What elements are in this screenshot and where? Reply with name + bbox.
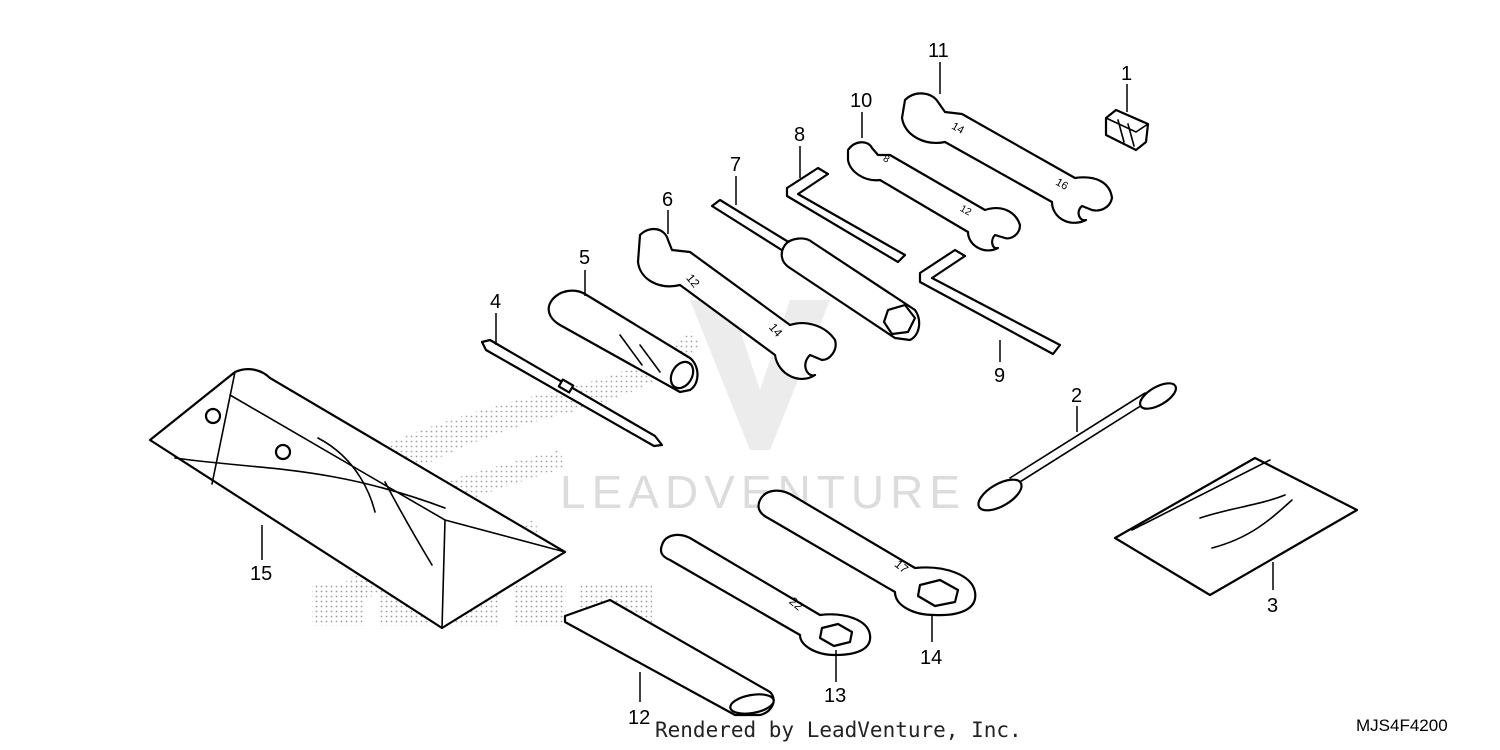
callout-12: 12 (628, 707, 650, 729)
callout-15: 15 (250, 563, 272, 585)
part-2-helmet-cable (977, 382, 1177, 512)
callout-numbers: 1 2 3 4 5 6 7 8 9 10 11 12 13 14 15 (250, 40, 1278, 729)
callout-4: 4 (490, 291, 501, 313)
watermark-wing-logo (315, 330, 700, 600)
callout-9: 9 (994, 365, 1005, 387)
callout-5: 5 (579, 247, 590, 269)
part-14-box-wrench: 17 (757, 489, 977, 617)
part-12-handle-grip (563, 598, 775, 717)
callout-1: 1 (1121, 63, 1132, 85)
wrench-10-marking-large: 12 (958, 203, 974, 218)
part-3-manual-bag (1113, 456, 1359, 597)
wrench-10-marking-small: 8 (881, 153, 892, 166)
part-15-tool-bag (148, 368, 567, 630)
callout-3: 3 (1267, 595, 1278, 617)
callout-8: 8 (794, 124, 805, 146)
footer-credit: Rendered by LeadVenture, Inc. (655, 718, 1022, 742)
part-6-open-wrench: 12 14 (636, 227, 837, 381)
callout-7: 7 (730, 154, 741, 176)
part-9-hex-key (918, 248, 1062, 356)
callout-11: 11 (928, 40, 949, 62)
part-10-open-wrench: 8 12 (846, 141, 1022, 252)
callout-2: 2 (1071, 385, 1082, 407)
part-11-open-wrench: 14 16 (900, 92, 1114, 224)
callout-13: 13 (824, 685, 846, 707)
callout-14: 14 (920, 647, 942, 669)
leader-lines (261, 62, 1274, 702)
part-8-hex-key (785, 166, 907, 264)
diagram-ref-code: MJS4F4200 (1356, 716, 1448, 735)
part-13-box-wrench: 22 (659, 533, 872, 657)
part-5-screwdriver-handle (547, 289, 699, 394)
wrench-11-marking-small: 14 (949, 120, 966, 137)
wrench-11-marking-large: 16 (1053, 176, 1070, 193)
part-4-screwdriver-bit (480, 338, 664, 448)
part-7-box-socket-wrench (710, 198, 921, 342)
callout-6: 6 (662, 189, 673, 211)
callout-10: 10 (850, 90, 872, 112)
part-1-fuse-clip (1104, 108, 1150, 152)
